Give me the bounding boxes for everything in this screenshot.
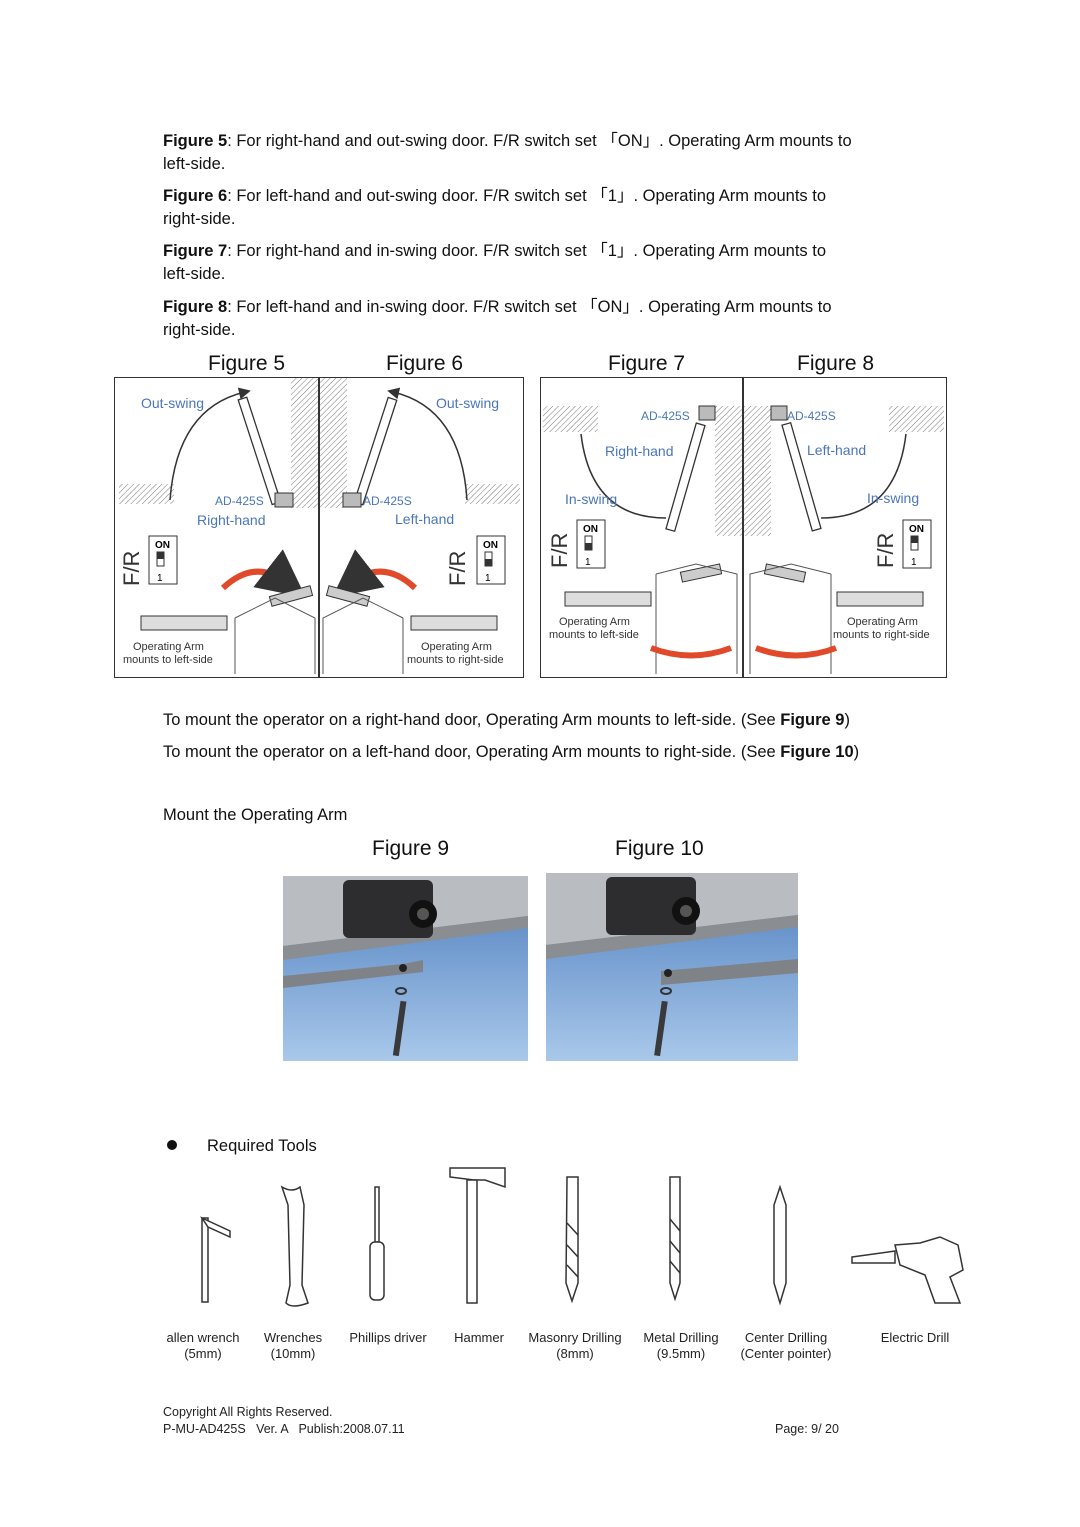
operating-arm-label-fig5: Operating Arm xyxy=(133,641,204,653)
figure10-caption: Figure 10 xyxy=(615,837,704,860)
center-drill-icon xyxy=(773,1184,787,1306)
fr-label-fig6: F/R xyxy=(445,551,470,586)
mount-instruction-left-hand: To mount the operator on a left-hand doo… xyxy=(163,743,860,761)
figure5-description: Figure 5: For right-hand and out-swing d… xyxy=(163,132,852,173)
outswing-diagram-panel: Out-swing AD-425S Right-hand F/R ON 1 Op… xyxy=(114,377,524,678)
figure6-description: Figure 6: For left-hand and out-swing do… xyxy=(163,187,827,228)
phillips-driver-icon xyxy=(369,1186,385,1301)
fr-label-fig8: F/R xyxy=(873,533,898,568)
metal-drill-icon xyxy=(669,1176,681,1302)
right-hand-label: Right-hand xyxy=(197,512,266,528)
outswing-label-left: Out-swing xyxy=(141,395,204,411)
mounts-left-label-fig5: mounts to left-side xyxy=(123,654,213,666)
figure5-caption: Figure 5 xyxy=(208,352,286,375)
outswing-diagram: Out-swing AD-425S Right-hand F/R ON 1 Op… xyxy=(119,378,520,674)
inswing-diagram-panel: AD-425S Right-hand In-swing F/R ON 1 Ope… xyxy=(540,377,947,678)
mount-instruction-right-hand: To mount the operator on a right-hand do… xyxy=(163,711,850,729)
inswing-label-fig8: In-swing xyxy=(867,490,919,506)
left-hand-label-fig8: Left-hand xyxy=(807,442,866,458)
model-label-fig5: AD-425S xyxy=(215,494,264,508)
figure9-caption: Figure 9 xyxy=(372,837,450,860)
figure8-caption: Figure 8 xyxy=(797,352,875,375)
inswing-label-fig7: In-swing xyxy=(565,491,617,507)
model-label-fig6: AD-425S xyxy=(363,494,412,508)
figure6-caption: Figure 6 xyxy=(386,352,464,375)
required-tools-heading: Required Tools xyxy=(207,1137,317,1155)
figure10-photo xyxy=(546,873,798,1061)
tool-label-hammer: Hammer xyxy=(454,1330,504,1345)
tool-label-center-drilling: Center Drilling(Center pointer) xyxy=(740,1330,832,1361)
inswing-diagram: AD-425S Right-hand In-swing F/R ON 1 Ope… xyxy=(543,405,944,674)
fr-label-fig5: F/R xyxy=(119,551,144,586)
switch-on-label-fig6: ON xyxy=(483,540,498,551)
bullet-icon xyxy=(167,1140,177,1150)
figure8-description: Figure 8: For left-hand and in-swing doo… xyxy=(163,298,832,339)
switch-on-label-fig5: ON xyxy=(155,540,170,551)
document-info: P-MU-AD425S Ver. A Publish:2008.07.11 xyxy=(163,1422,405,1436)
operating-arm-label-fig6: Operating Arm xyxy=(421,641,492,653)
operating-arm-label-fig7: Operating Arm xyxy=(559,616,630,628)
outswing-label-right: Out-swing xyxy=(436,395,499,411)
page-number: Page: 9/ 20 xyxy=(775,1422,839,1436)
mount-heading: Mount the Operating Arm xyxy=(163,806,348,824)
switch-on-label-fig7: ON xyxy=(583,524,598,535)
hammer-icon xyxy=(449,1167,506,1304)
left-hand-label: Left-hand xyxy=(395,511,454,527)
copyright-notice: Copyright All Rights Reserved. xyxy=(163,1405,333,1419)
mounts-left-label-fig7: mounts to left-side xyxy=(549,629,639,641)
right-hand-label-fig7: Right-hand xyxy=(605,443,674,459)
tool-label-metal-drilling: Metal Drilling(9.5mm) xyxy=(643,1330,719,1361)
electric-drill-icon xyxy=(851,1236,964,1304)
figure9-photo xyxy=(283,876,528,1061)
switch-one-label-fig5: 1 xyxy=(157,573,163,584)
tool-label-phillips-driver: Phillips driver xyxy=(349,1330,427,1345)
model-label-fig7: AD-425S xyxy=(641,409,690,423)
tool-label-electric-drill: Electric Drill xyxy=(880,1330,950,1345)
masonry-drill-icon xyxy=(565,1176,579,1304)
fr-label-fig7: F/R xyxy=(547,533,572,568)
figure7-description: Figure 7: For right-hand and in-swing do… xyxy=(163,242,827,283)
switch-on-label-fig8: ON xyxy=(909,524,924,535)
switch-one-label-fig8: 1 xyxy=(911,557,917,568)
tool-label-masonry-drilling: Masonry Drilling(8mm) xyxy=(528,1330,622,1361)
mounts-right-label-fig8: mounts to right-side xyxy=(833,629,930,641)
operating-arm-label-fig8: Operating Arm xyxy=(847,616,918,628)
tool-label-wrenches: Wrenches(10mm) xyxy=(263,1330,323,1361)
switch-one-label-fig6: 1 xyxy=(485,573,491,584)
mounts-right-label-fig6: mounts to right-side xyxy=(407,654,504,666)
tool-label-allen-wrench: allen wrench(5mm) xyxy=(166,1330,240,1361)
switch-one-label-fig7: 1 xyxy=(585,557,591,568)
model-label-fig8: AD-425S xyxy=(787,409,836,423)
wrench-icon xyxy=(280,1185,309,1307)
figure7-caption: Figure 7 xyxy=(608,352,686,375)
allen-wrench-icon xyxy=(199,1216,231,1303)
tools-illustration xyxy=(199,1167,964,1307)
